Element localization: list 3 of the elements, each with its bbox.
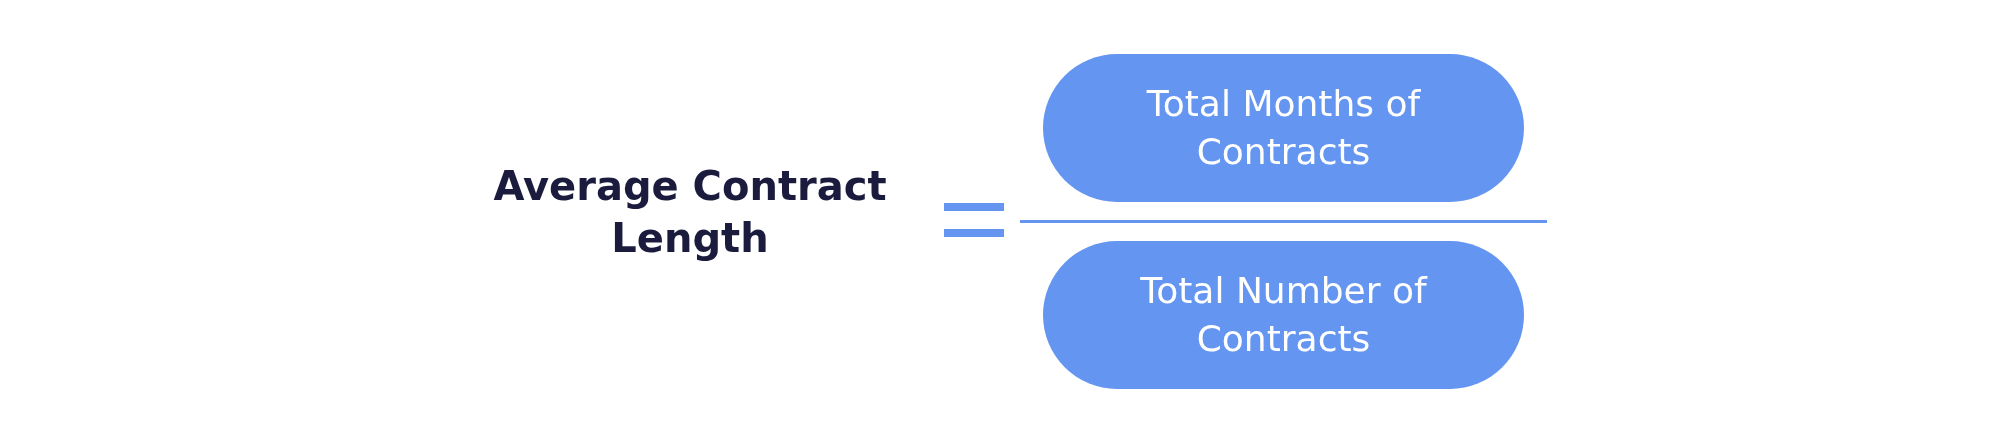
pill-text: Total Number of Contracts — [1139, 269, 1429, 361]
formula-term: Average Contract Length — [492, 162, 888, 263]
pill-text: Total Months of Contracts — [1145, 82, 1422, 174]
